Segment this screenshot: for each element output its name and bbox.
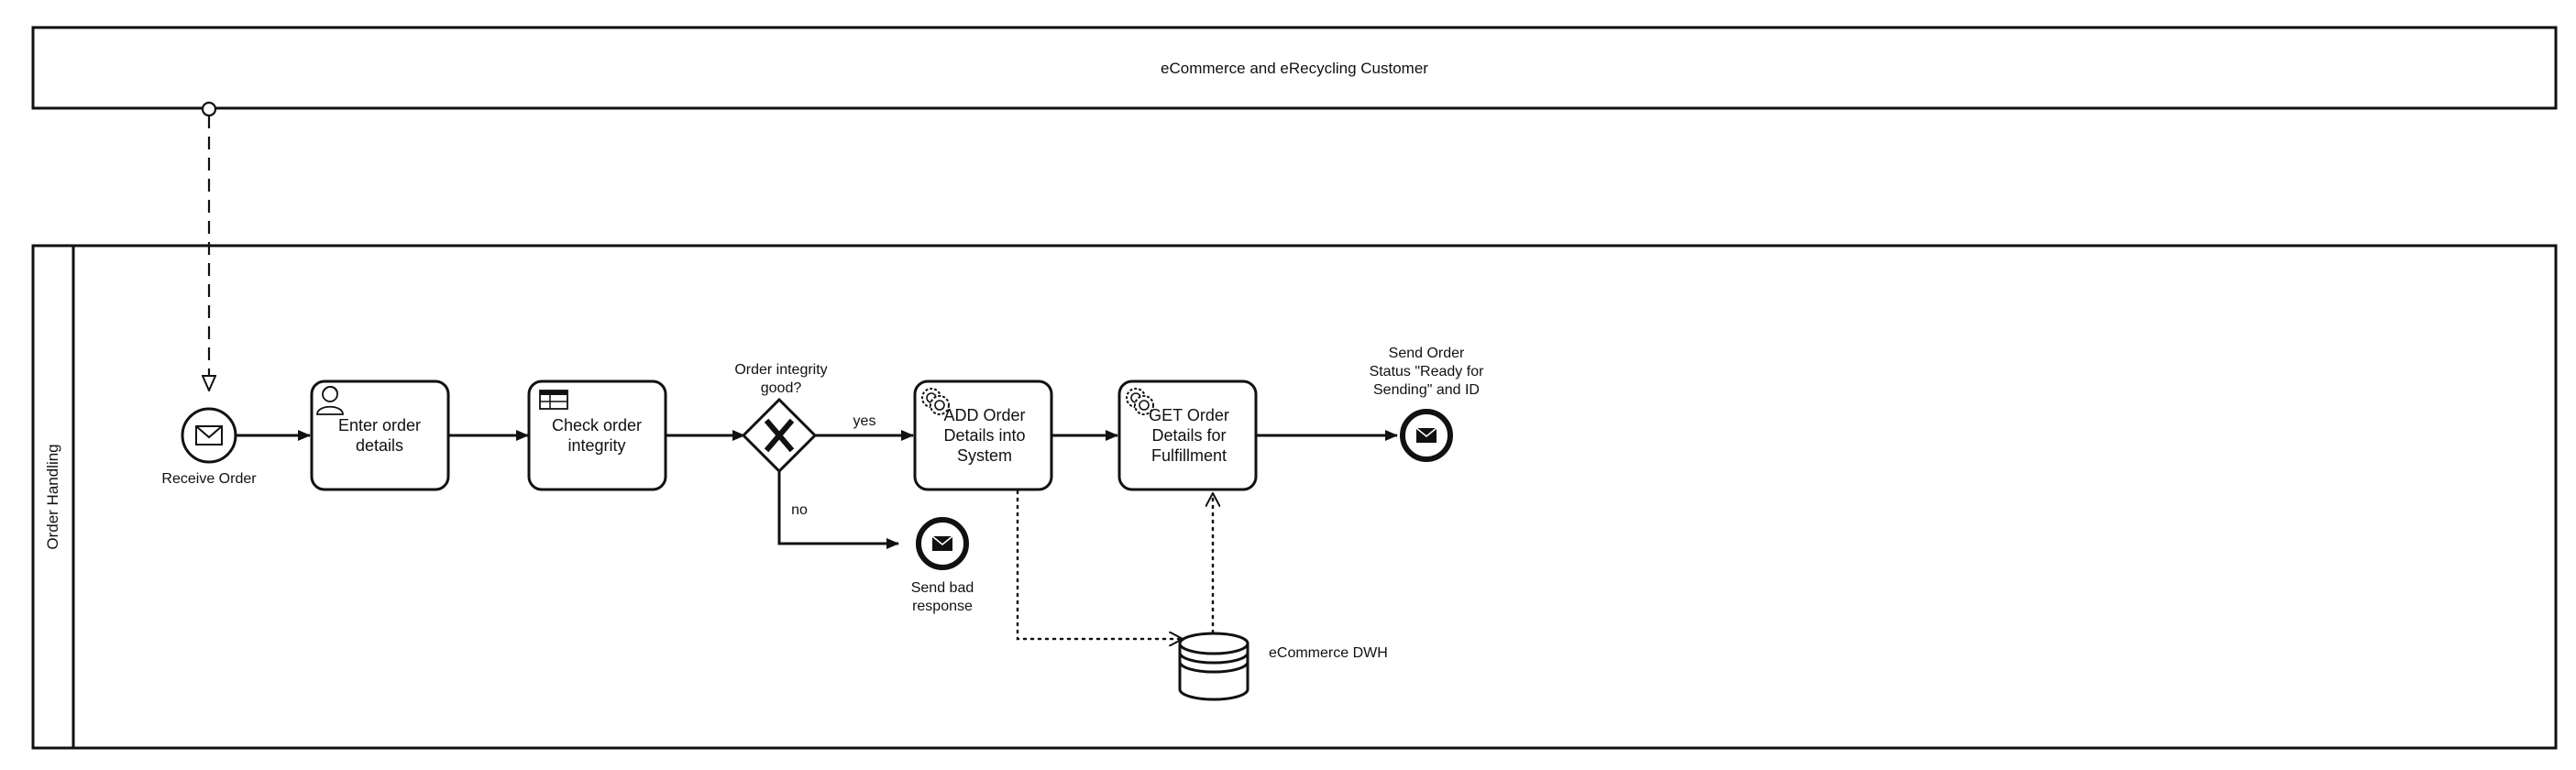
receive-order-start-event[interactable]: Receive Order [161, 407, 257, 487]
ecommerce-dwh-datastore[interactable]: eCommerce DWH [1178, 632, 1388, 701]
envelope-icon [195, 425, 223, 446]
data-associations [1016, 490, 1213, 639]
service-gears-icon [1126, 388, 1154, 415]
send-bad-response-label-1: Send bad [911, 580, 974, 596]
order-handling-pool[interactable]: Order Handling [31, 244, 2558, 750]
message-flow-customer-to-start[interactable] [201, 101, 217, 390]
send-bad-response-label-2: response [912, 599, 973, 614]
check-integrity-task[interactable]: Check order integrity [527, 380, 667, 491]
get-order-label-2: Details for [1151, 426, 1226, 445]
filled-envelope-icon [931, 535, 953, 551]
order-integrity-gateway[interactable]: Order integrity good? yes no [734, 362, 875, 518]
add-order-label-3: System [957, 446, 1012, 465]
sequence-flows [235, 430, 1398, 549]
service-gears-icon [921, 388, 950, 415]
flow-gateway-no[interactable] [777, 471, 899, 549]
enter-order-task[interactable]: Enter order details [310, 380, 450, 491]
business-rule-icon [539, 390, 568, 410]
send-status-label-3: Sending" and ID [1373, 382, 1480, 398]
user-icon [316, 385, 344, 415]
send-status-label-1: Send Order [1389, 346, 1465, 361]
check-integrity-label-1: Check order [552, 416, 642, 434]
add-order-task[interactable]: ADD Order Details into System [913, 380, 1053, 491]
customer-pool-label: eCommerce and eRecycling Customer [1161, 60, 1428, 77]
get-order-label-1: GET Order [1149, 406, 1229, 424]
send-status-end-event[interactable]: Send Order Status "Ready for Sending" an… [1370, 346, 1485, 462]
datastore-label: eCommerce DWH [1269, 645, 1388, 661]
filled-envelope-icon [1415, 427, 1437, 443]
get-order-task[interactable]: GET Order Details for Fulfillment [1117, 380, 1258, 491]
add-order-label-2: Details into [943, 426, 1025, 445]
enter-order-label-2: details [356, 436, 403, 455]
enter-order-label-1: Enter order [338, 416, 421, 434]
yes-flow-label: yes [853, 413, 876, 429]
check-integrity-label-2: integrity [567, 436, 625, 455]
get-order-label-3: Fulfillment [1151, 446, 1227, 465]
database-icon [1178, 632, 1249, 701]
exclusive-x-icon [764, 418, 795, 453]
no-flow-label: no [791, 502, 808, 518]
gateway-label-1: Order integrity [734, 362, 827, 378]
association-add-to-dwh[interactable] [1016, 490, 1184, 639]
send-bad-response-end-event[interactable]: Send bad response [911, 517, 974, 614]
gateway-label-2: good? [761, 380, 802, 396]
order-handling-pool-label: Order Handling [44, 444, 61, 549]
send-status-label-2: Status "Ready for [1370, 364, 1485, 380]
receive-order-label: Receive Order [161, 471, 257, 487]
customer-pool[interactable]: eCommerce and eRecycling Customer [31, 26, 2558, 110]
add-order-label-1: ADD Order [943, 406, 1025, 424]
